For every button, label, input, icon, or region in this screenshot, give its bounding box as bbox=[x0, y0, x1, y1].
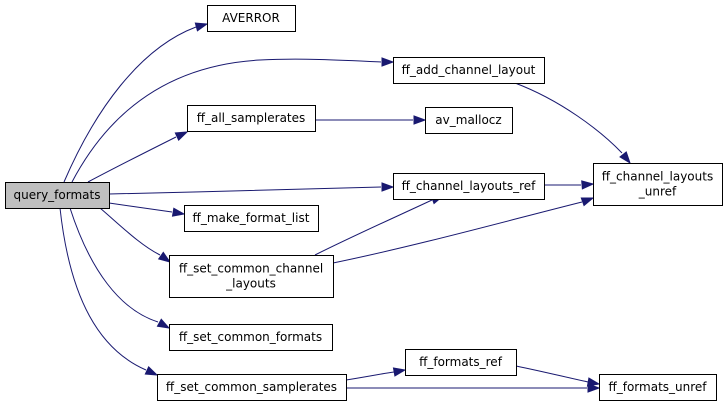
edge-ff_set_common_channel_layouts-to-ff_channel_layouts_unref bbox=[332, 197, 595, 264]
node-label-ff_set_common_samplerates: ff_set_common_samplerates bbox=[166, 380, 337, 394]
edge-query_formats-to-ff_make_format_list bbox=[108, 202, 186, 217]
edge-query_formats-to-ff_make_format_list-line bbox=[108, 202, 173, 213]
node-label-ff_set_common_formats: ff_set_common_formats bbox=[179, 330, 322, 344]
edge-ff_all_samplerates-to-av_mallocz-arrowhead bbox=[413, 115, 427, 125]
node-ff_set_common_formats[interactable]: ff_set_common_formats bbox=[169, 324, 333, 351]
edge-query_formats-to-ff_set_common_formats-line bbox=[69, 207, 159, 323]
edge-query_formats-to-ff_set_common_channel_layouts-line bbox=[99, 207, 161, 256]
edge-ff_set_common_channel_layouts-to-ff_channel_layouts_ref-line bbox=[314, 199, 433, 256]
edge-query_formats-to-ff_set_common_samplerates bbox=[59, 207, 159, 376]
edge-query_formats-to-ff_channel_layouts_ref-arrowhead bbox=[381, 182, 395, 192]
edge-ff_formats_ref-to-ff_formats_unref-arrowhead bbox=[586, 377, 601, 387]
edge-query_formats-to-ff_set_common_formats bbox=[69, 207, 171, 329]
node-ff_formats_unref[interactable]: ff_formats_unref bbox=[599, 374, 717, 401]
node-ff_make_format_list[interactable]: ff_make_format_list bbox=[184, 205, 319, 232]
edge-query_formats-to-ff_all_samplerates-line bbox=[87, 136, 177, 183]
edge-query_formats-to-ff_add_channel_layout-arrowhead bbox=[381, 57, 395, 67]
edge-query_formats-to-ff_add_channel_layout-line bbox=[71, 58, 382, 183]
node-box-ff_set_common_channel_layouts[interactable] bbox=[169, 255, 334, 298]
edge-query_formats-to-ff_set_common_samplerates-arrowhead bbox=[144, 365, 159, 376]
node-label-ff_set_common_channel_layouts-line1: ff_set_common_channel bbox=[179, 262, 323, 276]
node-label-ff_all_samplerates: ff_all_samplerates bbox=[197, 111, 306, 125]
node-label-ff_formats_unref: ff_formats_unref bbox=[608, 380, 707, 394]
edge-query_formats-to-ff_set_common_formats-arrowhead bbox=[156, 318, 171, 329]
node-label-ff_set_common_channel_layouts-line2: _layouts bbox=[225, 277, 276, 291]
edge-ff_set_common_channel_layouts-to-ff_channel_layouts_unref-line bbox=[332, 201, 583, 264]
node-box-ff_add_channel_layout[interactable] bbox=[393, 57, 545, 84]
node-ff_channel_layouts_ref[interactable]: ff_channel_layouts_ref bbox=[393, 173, 545, 200]
node-label-ff_make_format_list: ff_make_format_list bbox=[193, 211, 310, 225]
node-label-ff_channel_layouts_unref-line2: _unref bbox=[638, 185, 677, 199]
edge-ff_channel_layouts_ref-to-ff_channel_layouts_unref bbox=[544, 180, 595, 190]
edge-query_formats-to-ff_make_format_list-arrowhead bbox=[171, 207, 186, 217]
node-box-ff_make_format_list[interactable] bbox=[184, 205, 319, 232]
edge-ff_set_common_samplerates-to-ff_formats_ref-arrowhead bbox=[392, 367, 407, 377]
nodes-layer: query_formats AVERROR ff_add_channel_layou… bbox=[5, 5, 723, 401]
node-box-ff_set_common_formats[interactable] bbox=[169, 324, 333, 351]
node-label-ff_formats_ref: ff_formats_ref bbox=[419, 355, 503, 369]
node-ff_channel_layouts_unref[interactable]: ff_channel_layouts_unref bbox=[593, 163, 723, 206]
edge-query_formats-to-ff_all_samplerates bbox=[87, 131, 189, 183]
edge-ff_set_common_channel_layouts-to-ff_channel_layouts_ref bbox=[314, 195, 445, 256]
node-box-ff_all_samplerates[interactable] bbox=[187, 105, 316, 132]
edge-ff_formats_ref-to-ff_formats_unref-line bbox=[515, 365, 589, 383]
edge-query_formats-to-ff_set_common_channel_layouts bbox=[99, 207, 172, 263]
edge-query_formats-to-AVERROR-line bbox=[63, 26, 197, 183]
edge-ff_set_common_channel_layouts-to-ff_channel_layouts_unref-arrowhead bbox=[580, 197, 595, 207]
edge-ff_add_channel_layout-to-ff_channel_layouts_unref-arrowhead bbox=[619, 151, 631, 165]
edge-ff_set_common_samplerates-to-ff_formats_unref bbox=[346, 383, 601, 393]
edge-query_formats-to-AVERROR-arrowhead bbox=[194, 22, 209, 32]
edge-ff_set_common_samplerates-to-ff_formats_ref-line bbox=[345, 371, 395, 381]
node-ff_set_common_channel_layouts[interactable]: ff_set_common_channel_layouts bbox=[169, 255, 334, 298]
node-ff_formats_ref[interactable]: ff_formats_ref bbox=[405, 349, 517, 376]
edge-ff_channel_layouts_ref-to-ff_channel_layouts_unref-arrowhead bbox=[581, 180, 595, 190]
node-box-query_formats[interactable] bbox=[5, 182, 110, 209]
node-box-ff_channel_layouts_unref[interactable] bbox=[593, 163, 723, 206]
edge-ff_all_samplerates-to-av_mallocz bbox=[315, 115, 427, 125]
edge-ff_set_common_samplerates-to-ff_formats_unref-arrowhead bbox=[587, 383, 601, 393]
node-label-query_formats: query_formats bbox=[14, 188, 101, 202]
edge-query_formats-to-ff_channel_layouts_ref bbox=[108, 182, 395, 195]
node-label-ff_channel_layouts_unref-line1: ff_channel_layouts bbox=[602, 170, 713, 184]
node-box-ff_formats_unref[interactable] bbox=[599, 374, 717, 401]
node-ff_add_channel_layout[interactable]: ff_add_channel_layout bbox=[393, 57, 545, 84]
edge-ff_set_common_samplerates-to-ff_formats_ref bbox=[345, 367, 407, 381]
node-label-ff_channel_layouts_ref: ff_channel_layouts_ref bbox=[402, 179, 536, 193]
node-box-ff_formats_ref[interactable] bbox=[405, 349, 517, 376]
node-label-av_mallocz: av_mallocz bbox=[435, 113, 501, 127]
node-ff_set_common_samplerates[interactable]: ff_set_common_samplerates bbox=[157, 374, 347, 401]
node-query_formats[interactable]: query_formats bbox=[5, 182, 110, 209]
edge-query_formats-to-ff_add_channel_layout bbox=[71, 57, 395, 183]
edge-query_formats-to-ff_set_common_samplerates-line bbox=[59, 207, 147, 371]
node-box-av_mallocz[interactable] bbox=[425, 107, 513, 134]
edges-layer bbox=[59, 22, 631, 393]
node-AVERROR[interactable]: AVERROR bbox=[207, 5, 296, 32]
node-av_mallocz[interactable]: av_mallocz bbox=[425, 107, 513, 134]
node-label-ff_add_channel_layout: ff_add_channel_layout bbox=[402, 63, 536, 77]
edge-ff_add_channel_layout-to-ff_channel_layouts_unref-line bbox=[514, 82, 623, 154]
node-box-AVERROR[interactable] bbox=[207, 5, 296, 32]
node-box-ff_channel_layouts_ref[interactable] bbox=[393, 173, 545, 200]
edge-query_formats-to-ff_all_samplerates-arrowhead bbox=[174, 131, 189, 142]
node-label-AVERROR: AVERROR bbox=[222, 11, 280, 25]
edge-query_formats-to-ff_set_common_channel_layouts-arrowhead bbox=[157, 251, 172, 263]
node-ff_all_samplerates[interactable]: ff_all_samplerates bbox=[187, 105, 316, 132]
edge-query_formats-to-ff_channel_layouts_ref-line bbox=[108, 186, 382, 195]
edge-ff_formats_ref-to-ff_formats_unref bbox=[515, 365, 601, 387]
edge-query_formats-to-AVERROR bbox=[63, 22, 209, 183]
edge-ff_add_channel_layout-to-ff_channel_layouts_unref bbox=[514, 82, 631, 165]
node-box-ff_set_common_samplerates[interactable] bbox=[157, 374, 347, 401]
